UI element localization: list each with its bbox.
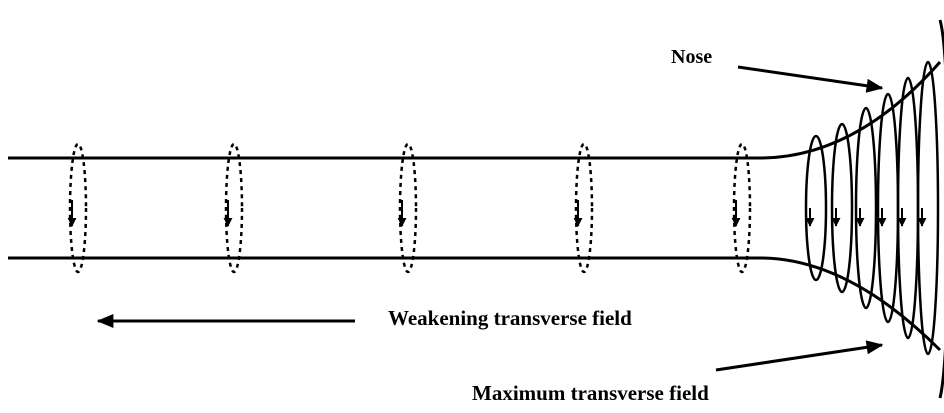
dashed-field-loop — [224, 142, 244, 274]
dashed-field-loop — [574, 142, 594, 274]
nose-pointer-arrow — [737, 65, 884, 93]
edge-field-loop — [938, 19, 944, 399]
maximum-field-label: Maximum transverse field — [472, 381, 709, 405]
dashed-field-loop — [398, 142, 418, 274]
uniform-field-loops — [67, 142, 752, 274]
dashed-field-loop — [732, 142, 752, 274]
tube-lower-boundary — [8, 256, 942, 352]
nose-label: Nose — [671, 46, 713, 68]
solid-field-loop — [854, 106, 878, 310]
maximum-field-pointer-arrow — [715, 340, 884, 372]
solid-field-loop — [830, 122, 854, 294]
solid-field-loop — [916, 60, 940, 356]
nose-field-loops — [804, 60, 940, 356]
dashed-field-loop — [68, 142, 88, 274]
tube-upper-boundary — [8, 61, 942, 160]
solid-field-loop — [804, 134, 828, 282]
weakening-field-label: Weakening transverse field — [388, 306, 632, 330]
